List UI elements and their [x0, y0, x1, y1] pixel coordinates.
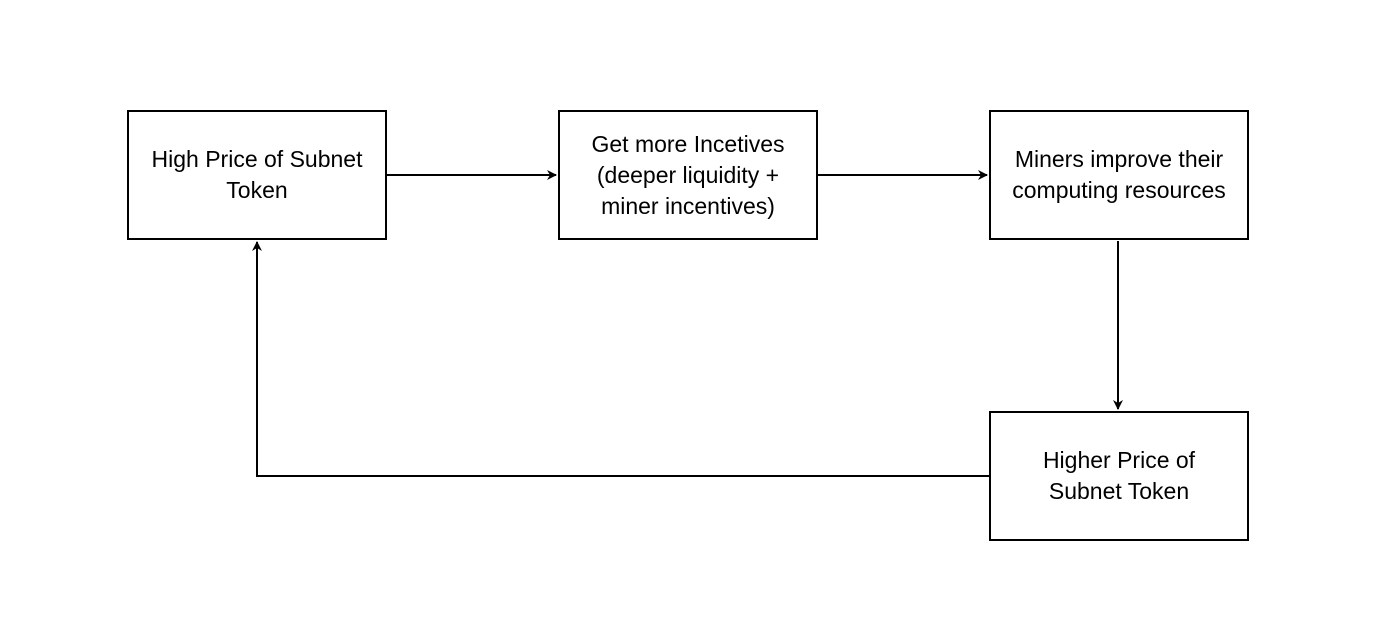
node-get-more-incentives: Get more Incetives (deeper liquidity + m…: [558, 110, 818, 240]
node-higher-price-of-subnet-token: Higher Price of Subnet Token: [989, 411, 1249, 541]
edge-higher-price-to-high-price: [252, 241, 989, 477]
node-miners-improve-resources: Miners improve their computing resources: [989, 110, 1249, 240]
node-label: Miners improve their computing resources: [1012, 146, 1226, 203]
node-label: Get more Incetives (deeper liquidity + m…: [591, 130, 785, 219]
node-high-price-of-subnet-token: High Price of Subnet Token: [127, 110, 387, 240]
node-label: Higher Price of Subnet Token: [1042, 447, 1196, 504]
node-label: High Price of Subnet Token: [151, 146, 363, 203]
